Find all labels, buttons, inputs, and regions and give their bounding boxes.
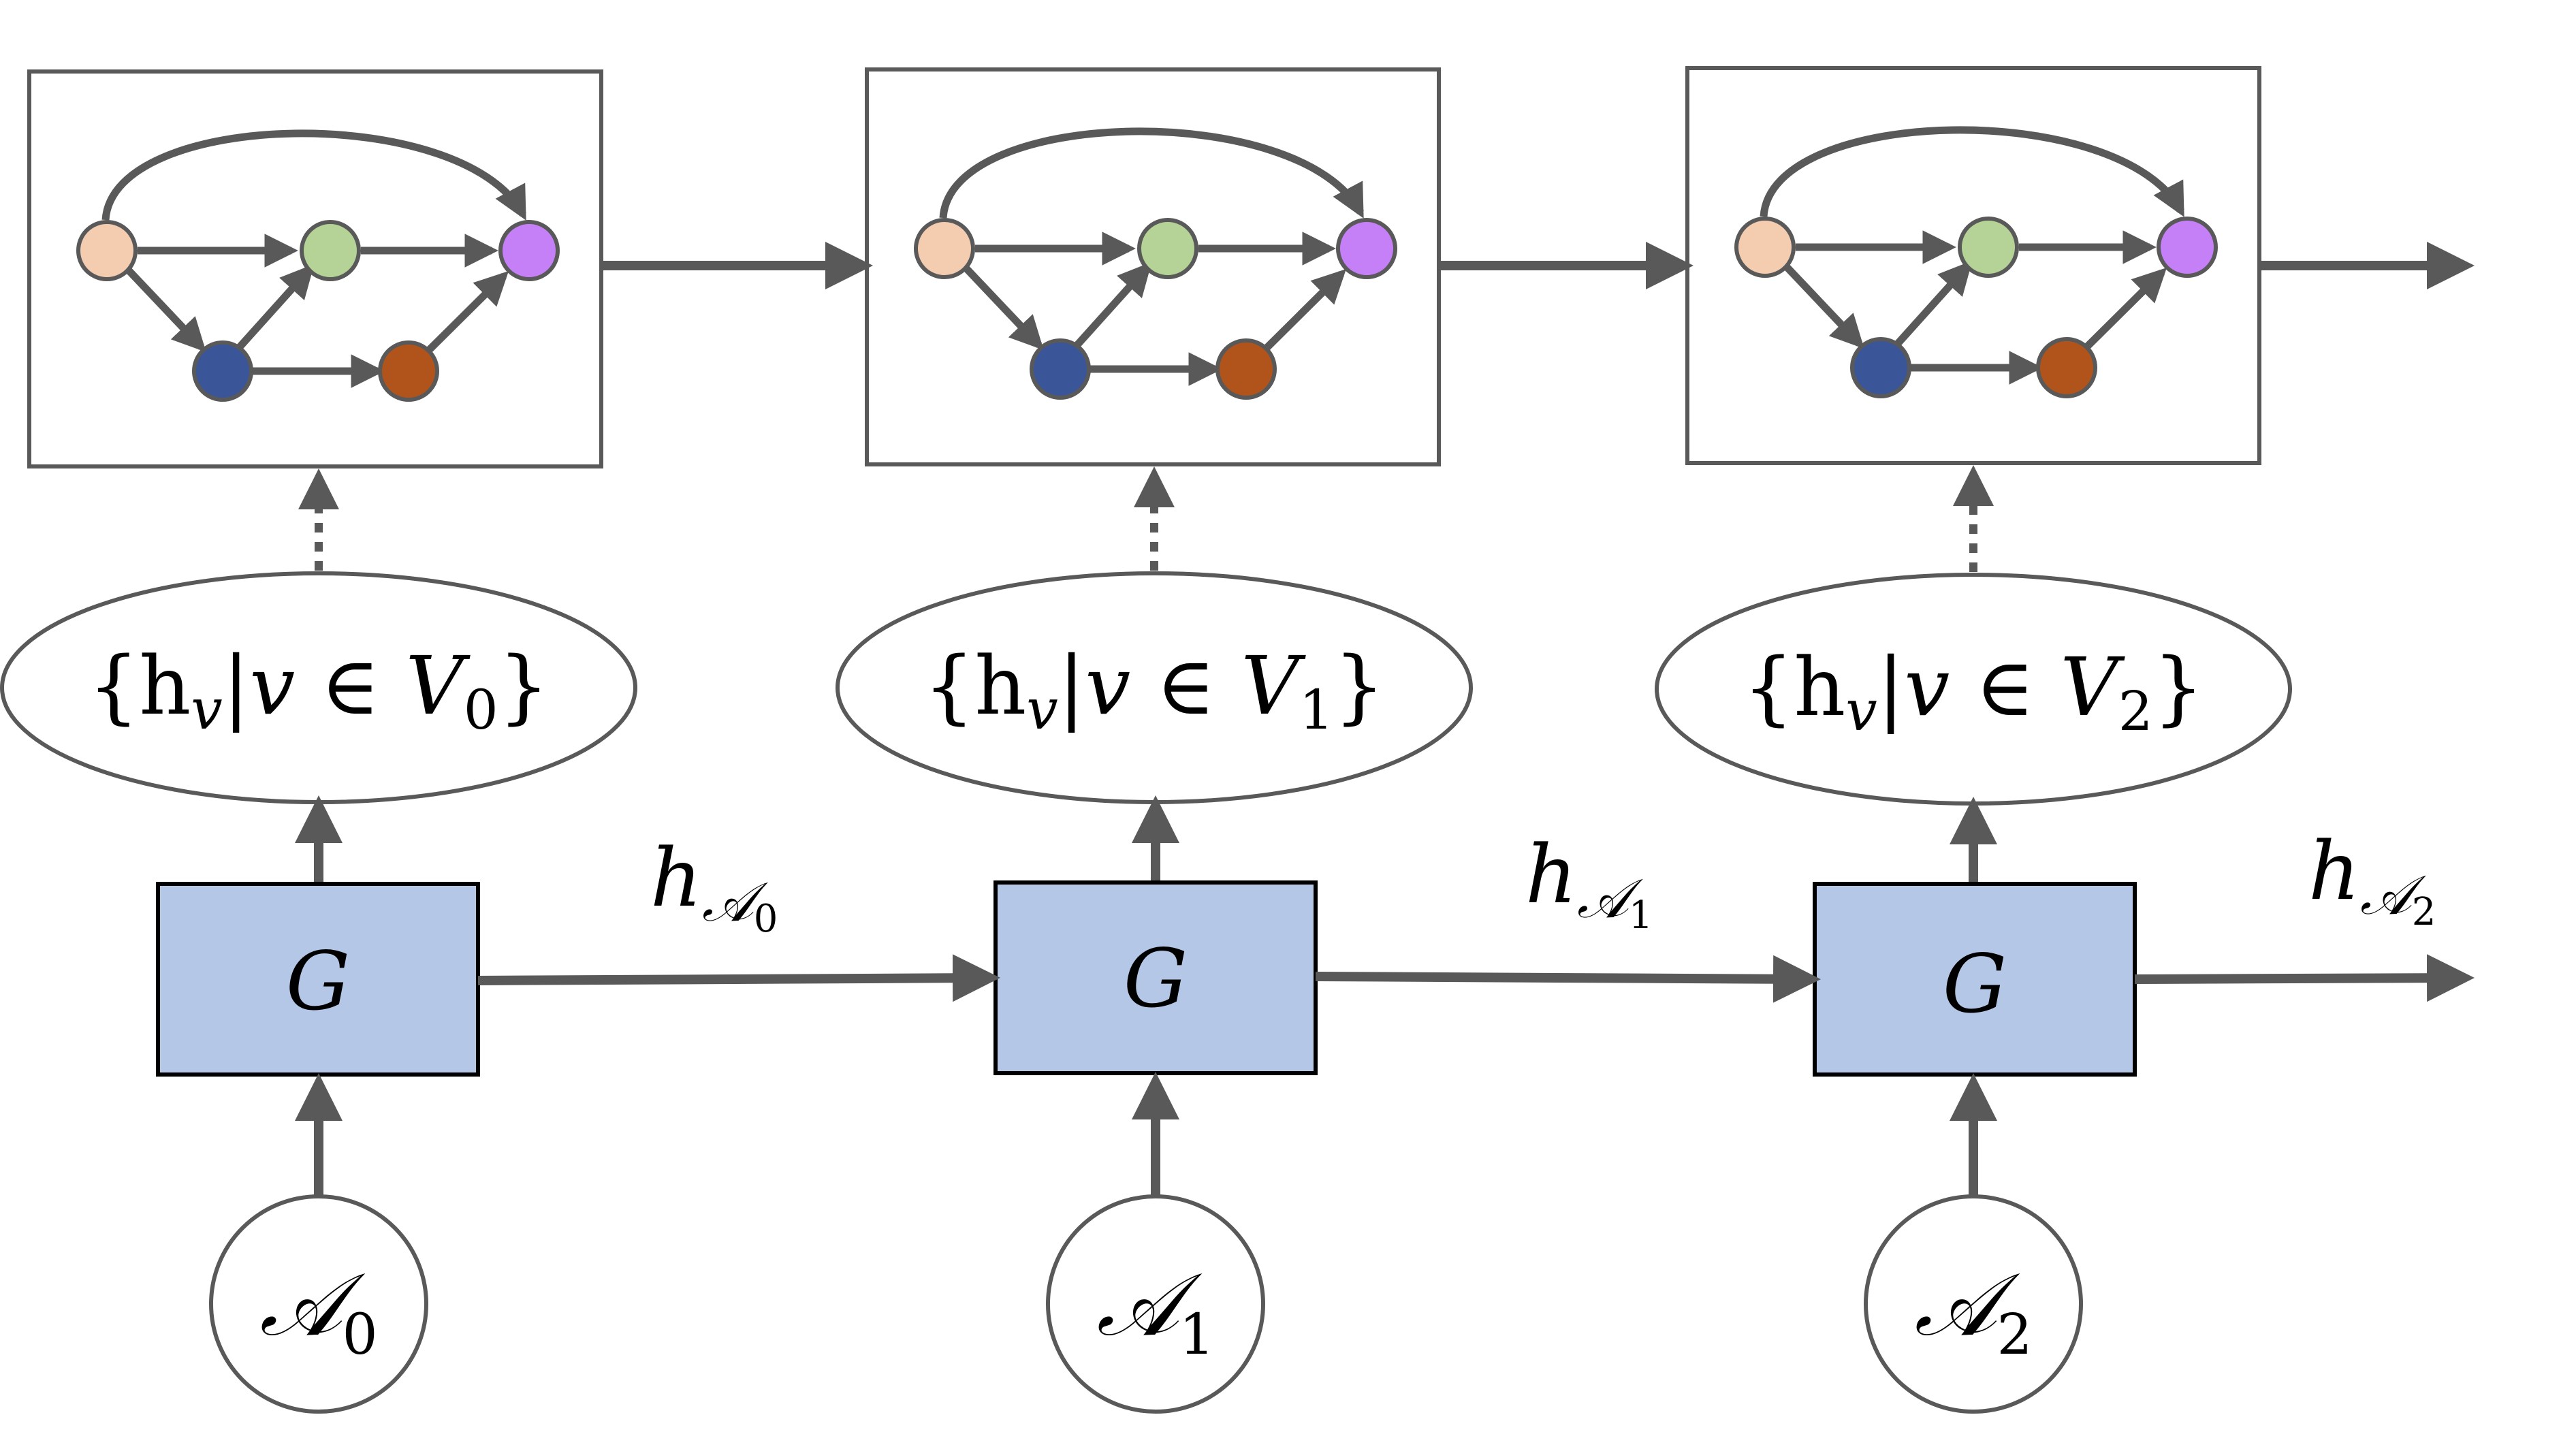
graph-node-purple	[2157, 217, 2218, 278]
mini-edge	[424, 271, 509, 355]
mini-edge-arc	[939, 127, 1364, 219]
graph-node-peach	[914, 218, 975, 279]
input-node-2: 𝒜2	[1864, 1194, 2083, 1414]
embedding-set-label-2: {hv|v ∈ V2}	[1743, 640, 2204, 744]
gate-box-1: G	[993, 880, 1318, 1075]
hidden-state-label-0: h𝒜0	[650, 831, 778, 941]
graph-node-orange	[1215, 338, 1277, 400]
gate-box-2: G	[1813, 882, 2137, 1077]
embedding-set-label-0: {hv|v ∈ V0}	[88, 639, 549, 742]
graph-node-green	[300, 220, 361, 281]
input-circle-2	[1864, 1194, 2083, 1414]
input-circle-1	[1046, 1194, 1265, 1414]
graph-node-orange	[378, 340, 439, 402]
graph-node-green	[1137, 218, 1198, 279]
graph-node-purple	[1336, 218, 1397, 279]
hidden-state-arrow-2	[2134, 954, 2475, 1002]
graph-snapshot-0	[27, 69, 603, 468]
mini-edge	[125, 266, 206, 353]
graph-node-peach	[1734, 217, 1796, 278]
graph-node-peach	[76, 220, 138, 281]
embedding-set-label-1: {hv|v ∈ V1}	[923, 639, 1384, 742]
embedding-set-2: {hv|v ∈ V2}	[1655, 573, 2292, 806]
gate-rect-0	[156, 882, 480, 1077]
graph-snapshot-2	[1685, 66, 2261, 465]
input-node-0: 𝒜0	[209, 1194, 428, 1414]
graph-node-orange	[2036, 337, 2097, 398]
mini-edge-arc	[101, 129, 526, 221]
embedding-set-0: {hv|v ∈ V0}	[0, 571, 637, 804]
step-1: {hv|v ∈ V1} G 𝒜1	[836, 67, 1473, 1414]
graph-node-blue	[192, 340, 253, 402]
graph-snapshot-1	[865, 67, 1441, 466]
input-circle-0	[209, 1194, 428, 1414]
hidden-state-arrow-0	[477, 954, 1000, 1002]
input-label-0: 𝒜0	[259, 1254, 377, 1367]
mini-edge-arc	[1760, 126, 2184, 217]
embedding-set-1: {hv|v ∈ V1}	[836, 571, 1473, 804]
graph-node-green	[1958, 217, 2019, 278]
gate-label-2: G	[1943, 937, 2007, 1031]
mini-edge	[234, 264, 315, 353]
hidden-state-label-2: h𝒜2	[2308, 824, 2436, 934]
graph-node-blue	[1030, 338, 1091, 400]
graph-node-blue	[1850, 337, 1911, 398]
step-2: {hv|v ∈ V2} G 𝒜2	[1655, 66, 2292, 1414]
hidden-state-label-1: h𝒜1	[1525, 827, 1653, 938]
mini-edge	[1071, 261, 1152, 351]
mini-edge	[2082, 268, 2167, 352]
mini-edge	[1892, 260, 1973, 349]
input-node-1: 𝒜1	[1046, 1194, 1265, 1414]
step-0: {hv|v ∈ V0} G 𝒜0	[0, 69, 637, 1414]
gate-label-1: G	[1124, 932, 1188, 1025]
gate-label-0: G	[286, 934, 350, 1028]
hidden-state-arrow-1	[1315, 955, 1821, 1003]
gate-rect-2	[1813, 882, 2137, 1077]
mini-edge	[962, 264, 1044, 351]
graph-node-purple	[498, 220, 560, 281]
mini-edge	[1783, 263, 1864, 349]
gate-rect-1	[993, 880, 1318, 1075]
mini-edge	[1261, 269, 1347, 353]
gate-box-0: G	[156, 882, 480, 1077]
